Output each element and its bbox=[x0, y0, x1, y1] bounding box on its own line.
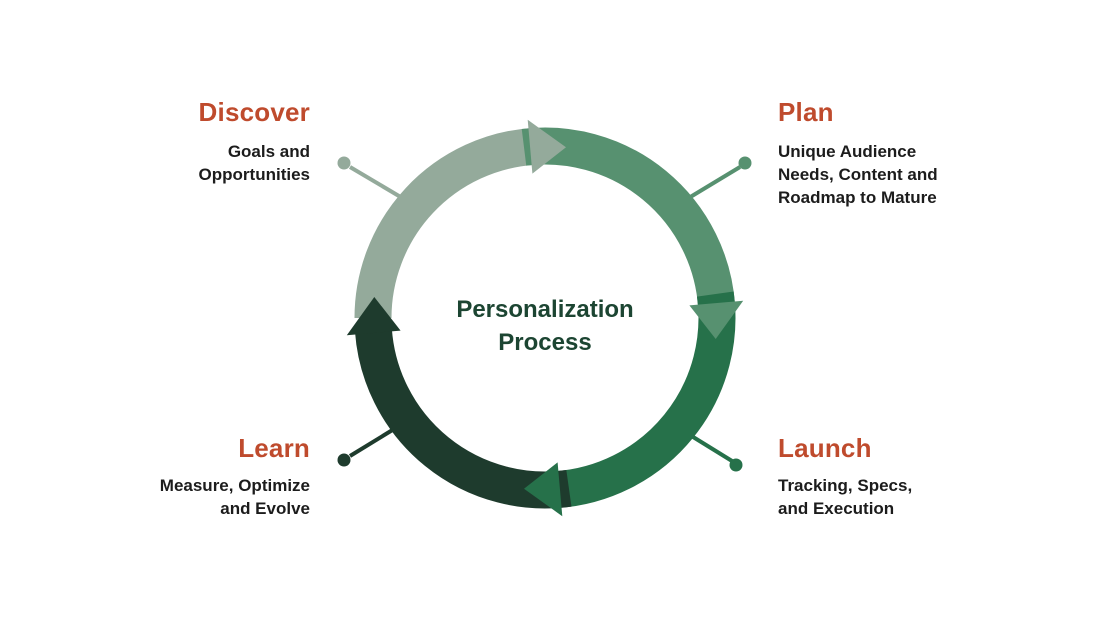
stage-learn-description: Measure, Optimize and Evolve bbox=[159, 476, 310, 518]
stage-plan-description: Unique Audience Needs, Content and Roadm… bbox=[778, 142, 938, 207]
arc-discover bbox=[354, 127, 535, 319]
arrowhead-launch-icon bbox=[524, 462, 563, 517]
stage-launch-description: Tracking, Specs, and Execution bbox=[778, 476, 913, 518]
leader-dot-learn bbox=[337, 453, 351, 467]
stage-plan-title: Plan bbox=[778, 97, 834, 127]
stage-launch-title: Launch bbox=[778, 433, 872, 463]
leader-dot-discover bbox=[337, 156, 351, 170]
leader-dot-launch bbox=[729, 458, 743, 472]
leader-line-learn bbox=[348, 424, 401, 458]
stage-discover: Discover Goals and Opportunities bbox=[199, 96, 310, 186]
diagram-title: Personalization Process bbox=[456, 296, 634, 356]
arrowhead-plan-icon bbox=[689, 300, 744, 339]
leader-line-plan bbox=[685, 165, 742, 201]
arrowhead-learn-icon bbox=[346, 297, 401, 336]
stage-discover-description: Goals and Opportunities bbox=[198, 142, 310, 184]
leader-dot-plan bbox=[738, 156, 752, 170]
stage-learn: Learn Measure, Optimize and Evolve bbox=[160, 432, 310, 520]
stage-plan: Plan Unique Audience Needs, Content and … bbox=[778, 96, 938, 209]
stage-discover-title: Discover bbox=[198, 97, 310, 127]
leader-line-discover bbox=[348, 165, 406, 201]
arc-plan bbox=[521, 127, 736, 308]
stage-learn-title: Learn bbox=[238, 433, 310, 463]
stage-launch: Launch Tracking, Specs, and Execution bbox=[778, 432, 912, 520]
arrowhead-discover-icon bbox=[527, 119, 566, 174]
